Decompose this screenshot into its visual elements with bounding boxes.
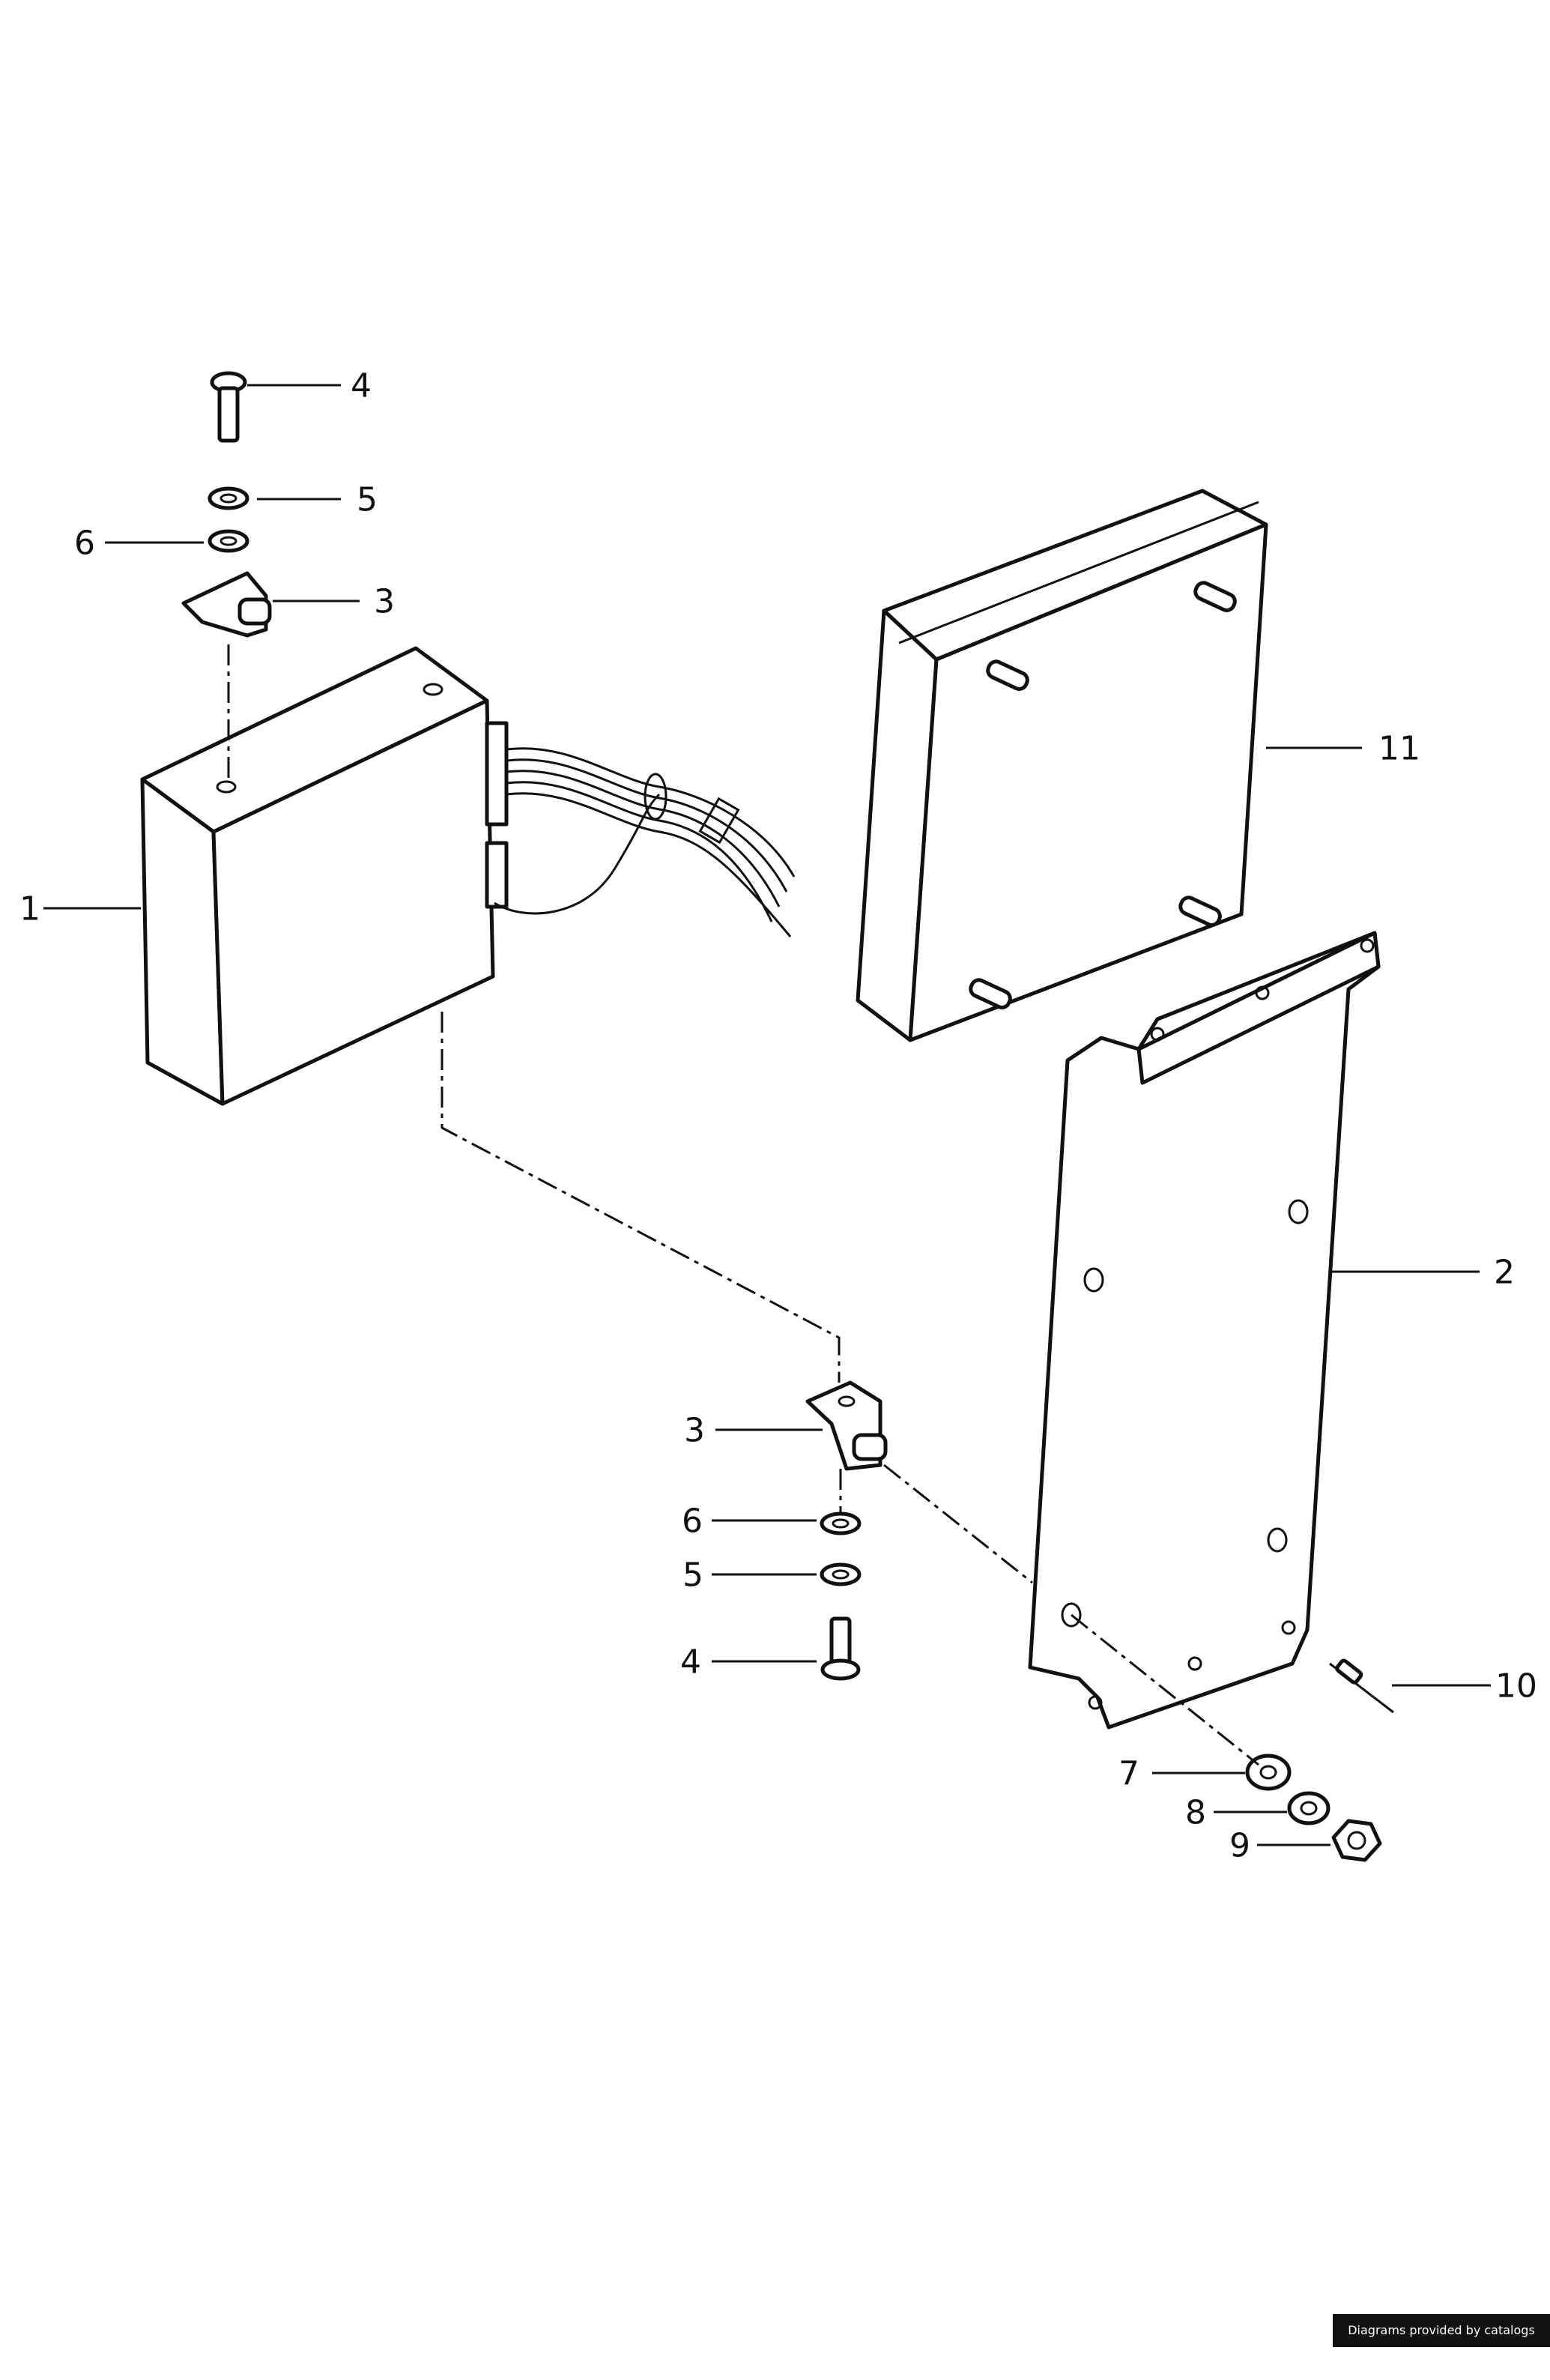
stud-studs [969, 581, 1237, 1009]
bracket-part-3-top [181, 571, 272, 638]
callout-9: 9 [1229, 1827, 1250, 1865]
leader-lines [43, 384, 1491, 1846]
callout-8: 8 [1185, 1794, 1206, 1832]
callout-3-bottom: 3 [684, 1412, 705, 1450]
callout-5-bottom: 5 [682, 1556, 703, 1595]
assembly-dash-lines [227, 644, 1259, 1766]
screw-part-4-top [210, 371, 247, 443]
rivet-part-10 [1329, 1658, 1394, 1714]
callout-numbers: 1 2 3 3 4 4 5 5 6 6 7 8 9 10 11 [19, 367, 1537, 1865]
washer-part-8 [1287, 1791, 1330, 1825]
control-box-part-1 [140, 646, 796, 1106]
nut-part-9 [1331, 1819, 1382, 1862]
callout-2: 2 [1494, 1254, 1515, 1292]
callout-6-top: 6 [74, 525, 95, 563]
washer-part-5-bottom [820, 1562, 862, 1586]
callout-7: 7 [1118, 1755, 1139, 1793]
washer-part-5-top [208, 486, 249, 510]
washer-part-6-bottom [820, 1511, 862, 1535]
mounting-plate-part-2 [1028, 931, 1381, 1730]
screw-part-4-bottom [820, 1616, 861, 1681]
callout-1: 1 [19, 890, 40, 928]
callout-3-top: 3 [374, 583, 395, 621]
callout-4-bottom: 4 [680, 1643, 701, 1682]
credit-badge: Diagrams provided by catalogs parts [1333, 2314, 1550, 2370]
callout-6-bottom: 6 [682, 1502, 703, 1541]
callout-5-top: 5 [357, 481, 378, 519]
callout-10: 10 [1495, 1667, 1537, 1706]
washer-part-6-top [208, 529, 249, 553]
callout-11: 11 [1378, 730, 1420, 768]
bracket-part-3-bottom [805, 1380, 888, 1471]
callout-4-top: 4 [351, 367, 372, 405]
module-box-part-11 [856, 489, 1268, 1042]
